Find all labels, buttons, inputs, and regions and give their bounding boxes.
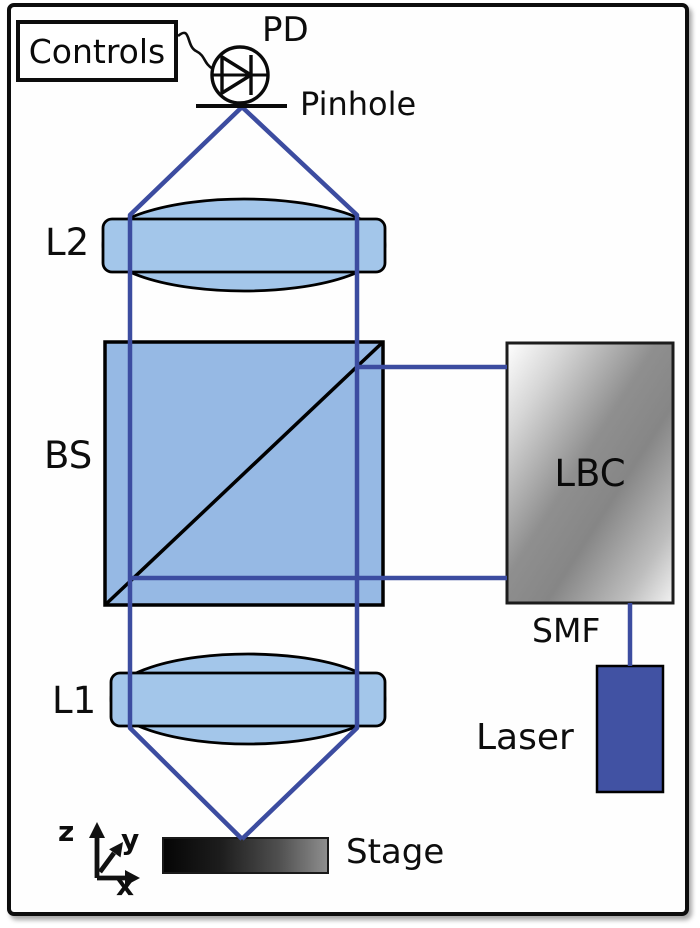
y-axis-label: y: [121, 823, 140, 856]
y-axis-line: [98, 851, 116, 874]
beam-left-path: [127, 105, 244, 841]
lens-l2-body: [101, 217, 387, 274]
y-axis-arrowhead: [109, 842, 123, 858]
bs-label: BS: [44, 434, 93, 477]
stage-label: Stage: [346, 832, 445, 872]
axis-arrowheads: [89, 822, 140, 886]
z-axis-arrowhead: [89, 822, 105, 838]
stage-platform: [162, 837, 329, 874]
smf-label: SMF: [532, 611, 601, 650]
pd-label: PD: [262, 10, 309, 50]
laser-box: [595, 664, 665, 794]
lens-l1-body: [109, 671, 387, 728]
x-axis-arrowhead: [125, 870, 140, 886]
l1-label: L1: [52, 679, 97, 722]
photodiode-triangle: [220, 55, 253, 95]
lens-l2: [101, 197, 387, 293]
z-axis-label: z: [58, 815, 75, 848]
lens-l1: [109, 652, 387, 746]
controls-box: Controls: [16, 20, 178, 82]
beam-paths: [127, 105, 633, 841]
pinhole-label: Pinhole: [300, 85, 417, 123]
laser-label: Laser: [476, 717, 574, 758]
controls-label: Controls: [28, 31, 166, 71]
lbc-box: [505, 341, 675, 605]
x-axis-label: x: [116, 869, 135, 902]
controls-wire: [177, 31, 214, 71]
photodiode-icon: [210, 45, 270, 105]
beam-right-path: [240, 105, 360, 841]
l2-label: L2: [45, 221, 90, 264]
beamsplitter-diagonal: [103, 340, 385, 607]
coordinate-axes: [94, 836, 127, 881]
